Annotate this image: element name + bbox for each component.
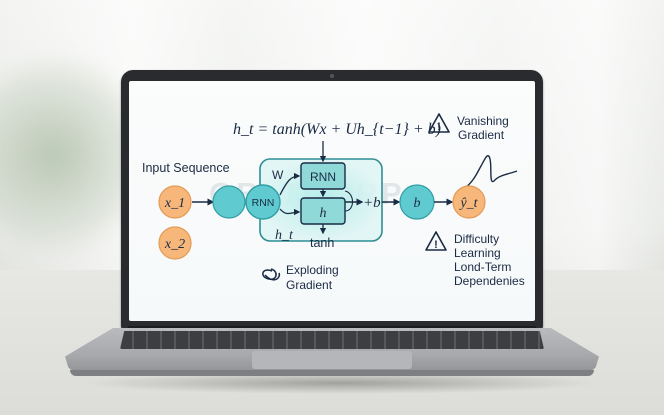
hidden-node <box>212 185 246 219</box>
vanishing-warning: ! Vanishing Gradient <box>428 113 509 142</box>
warning-icon <box>425 231 447 251</box>
rnn-box: RNN <box>300 162 346 190</box>
h-box: h <box>300 197 346 225</box>
laptop-keyboard <box>120 331 544 349</box>
output-node: ŷ_t <box>452 185 486 219</box>
laptop-touchpad <box>252 351 412 369</box>
bias-node: b <box>399 184 435 220</box>
difficulty-line-2: Learning <box>454 246 501 260</box>
svg-text:!: ! <box>434 239 438 251</box>
exploding-gradient: Exploding Gradient <box>262 263 339 292</box>
difficulty-line-1: Difficulty <box>454 232 499 246</box>
exploding-line-2: Gradient <box>286 278 333 292</box>
svg-text:RNN: RNN <box>252 197 275 209</box>
tanh-label: tanh <box>310 236 334 250</box>
rnn-node: RNN <box>245 184 281 220</box>
exploding-line-1: Exploding <box>286 263 339 277</box>
vanishing-line-1: Vanishing <box>457 114 509 128</box>
warning-icon <box>428 113 450 133</box>
background-plant <box>0 50 140 260</box>
svg-text:b: b <box>414 196 421 211</box>
input-sequence-label: Input Sequence <box>142 161 230 175</box>
svg-text:x_1: x_1 <box>164 196 185 211</box>
svg-text:RNN: RNN <box>310 170 336 184</box>
spiral-icon <box>262 268 281 281</box>
difficulty-warning: ! Difficulty Learning Lond-Term Dependen… <box>425 231 525 288</box>
laptop-lid: OBLTCORP h_t = tanh(Wx + Uh_{t−1} + b) !… <box>121 70 543 330</box>
laptop-shadow <box>80 372 600 394</box>
input-node-x2: x_2 <box>158 226 192 260</box>
svg-text:x_2: x_2 <box>164 237 185 252</box>
webcam-icon <box>330 74 334 78</box>
input-node-x1: x_1 <box>158 185 192 219</box>
laptop-screen: OBLTCORP h_t = tanh(Wx + Uh_{t−1} + b) !… <box>129 81 535 321</box>
difficulty-line-4: Dependenies <box>454 274 525 288</box>
ht-label: h_t <box>275 228 294 243</box>
plus-b-label: +b <box>363 195 381 211</box>
svg-text:ŷ_t: ŷ_t <box>458 196 478 211</box>
gradient-squiggle <box>463 155 518 190</box>
svg-text:h: h <box>320 206 327 221</box>
svg-text:!: ! <box>437 121 441 133</box>
weight-label: W <box>272 168 284 182</box>
equation-text: h_t = tanh(Wx + Uh_{t−1} + b) <box>233 121 441 138</box>
difficulty-line-3: Lond-Term <box>454 260 511 274</box>
laptop-base-lip <box>70 370 594 376</box>
vanishing-line-2: Gradient <box>458 128 505 142</box>
rnn-diagram: OBLTCORP h_t = tanh(Wx + Uh_{t−1} + b) !… <box>142 113 525 292</box>
